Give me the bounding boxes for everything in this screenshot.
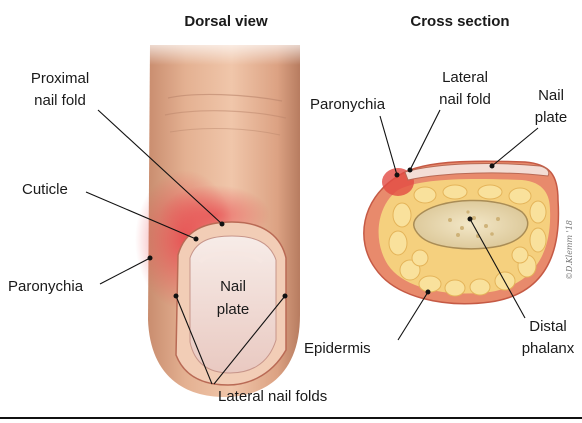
label-proximal-nail-fold-line2: nail fold: [34, 92, 86, 109]
dot-paronychia-right: [395, 173, 400, 178]
dot-lateral-nail-fold-left: [174, 294, 179, 299]
label-nail-plate-left-line2: plate: [217, 301, 250, 318]
label-distal-phalanx-line2: phalanx: [522, 340, 575, 357]
label-lateral-nail-fold-line2: nail fold: [439, 91, 491, 108]
label-proximal-nail-fold-line1: Proximal: [31, 70, 89, 87]
leader-lateral-nail-fold: [410, 110, 440, 170]
artist-credit: ©D.Klemm '18: [565, 220, 574, 280]
finger-dorsal-drawing: [135, 35, 310, 397]
label-paronychia-right: Paronychia: [310, 96, 386, 113]
dot-cuticle: [194, 237, 199, 242]
dot-lateral-nail-fold-right: [283, 294, 288, 299]
leader-epidermis: [398, 292, 428, 340]
dot-epidermis: [426, 290, 431, 295]
cross-section-drawing: [364, 161, 559, 304]
dot-nail-plate-right: [490, 164, 495, 169]
label-lateral-nail-folds: Lateral nail folds: [218, 388, 327, 405]
label-epidermis: Epidermis: [304, 340, 371, 357]
cross-section-heading: Cross section: [410, 13, 509, 30]
label-nail-plate-right-line1: Nail: [538, 87, 564, 104]
dot-distal-phalanx: [468, 217, 473, 222]
dot-lateral-nail-fold: [408, 168, 413, 173]
dot-paronychia-left: [148, 256, 153, 261]
dorsal-view-heading: Dorsal view: [184, 13, 268, 30]
leader-nail-plate-right: [492, 128, 538, 166]
leader-paronychia-right: [380, 116, 397, 175]
label-nail-plate-right-line2: plate: [535, 109, 568, 126]
label-distal-phalanx-line1: Distal: [529, 318, 567, 335]
label-lateral-nail-fold-line1: Lateral: [442, 69, 488, 86]
label-cuticle: Cuticle: [22, 181, 68, 198]
label-nail-plate-left-line1: Nail: [220, 278, 246, 295]
label-paronychia-left: Paronychia: [8, 278, 84, 295]
dot-proximal-nail-fold: [220, 222, 225, 227]
